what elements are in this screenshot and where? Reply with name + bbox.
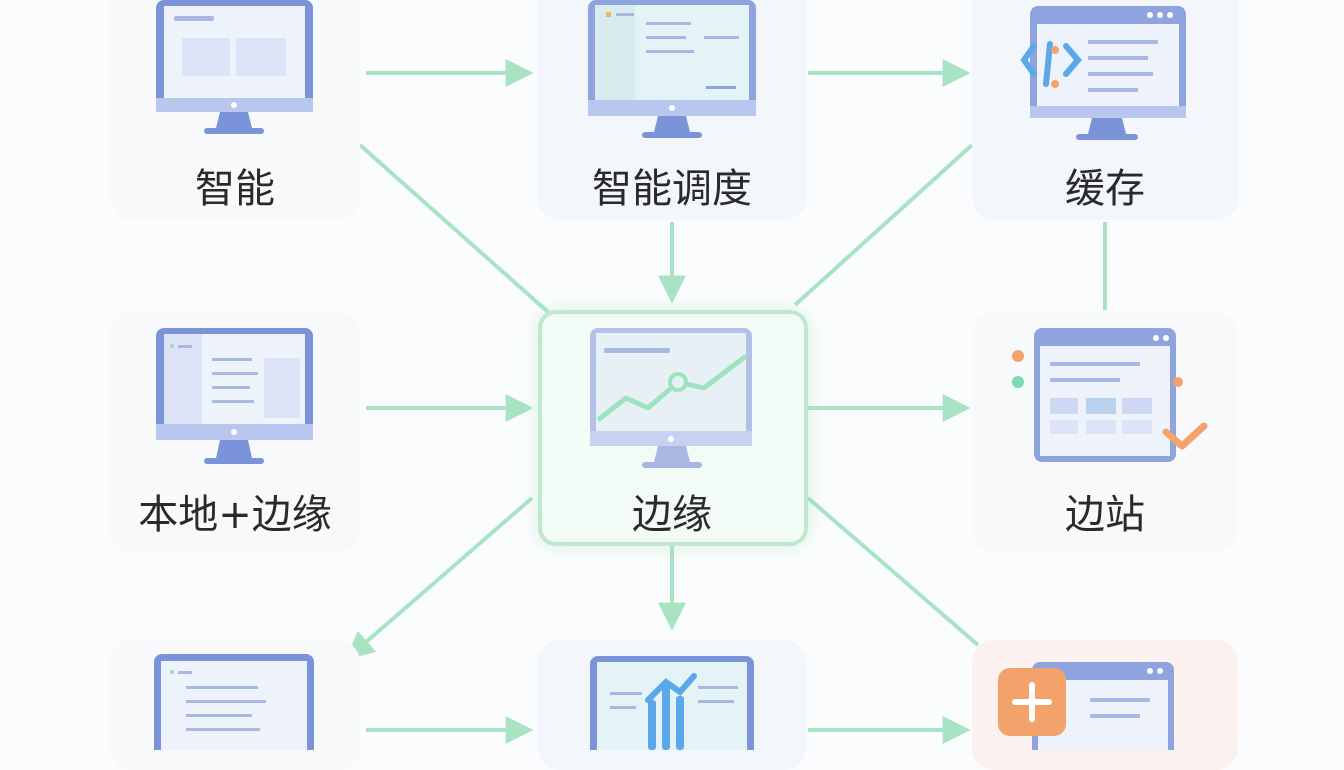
monitor-icon — [156, 328, 313, 464]
code-monitor-icon — [1020, 6, 1186, 140]
monitor-icon — [154, 654, 314, 750]
line-topright-center — [793, 143, 974, 307]
analytics-monitor-icon — [590, 328, 752, 468]
node-label-top-mid: 智能调度 — [592, 166, 752, 212]
line-center-botright — [806, 496, 980, 647]
monitor-icon — [588, 0, 756, 138]
node-label-mid-left: 本地+边缘 — [138, 492, 332, 538]
node-label-mid-right: 边站 — [1065, 492, 1145, 538]
flow-diagram: 智能 智能调度 缓存 本地+边缘 边缘 边站 — [138, 0, 1238, 770]
dashboard-monitor-icon — [1012, 328, 1208, 462]
bar-chart-monitor-icon — [590, 656, 754, 750]
add-monitor-icon — [998, 662, 1174, 750]
line-topleft-center — [358, 143, 550, 314]
connectors — [345, 59, 1107, 744]
node-label-top-left: 智能 — [195, 166, 275, 212]
arrow-center-botleft — [345, 496, 534, 660]
node-label-center: 边缘 — [632, 492, 712, 538]
node-label-top-right: 缓存 — [1065, 166, 1145, 212]
monitor-icon — [156, 0, 313, 134]
